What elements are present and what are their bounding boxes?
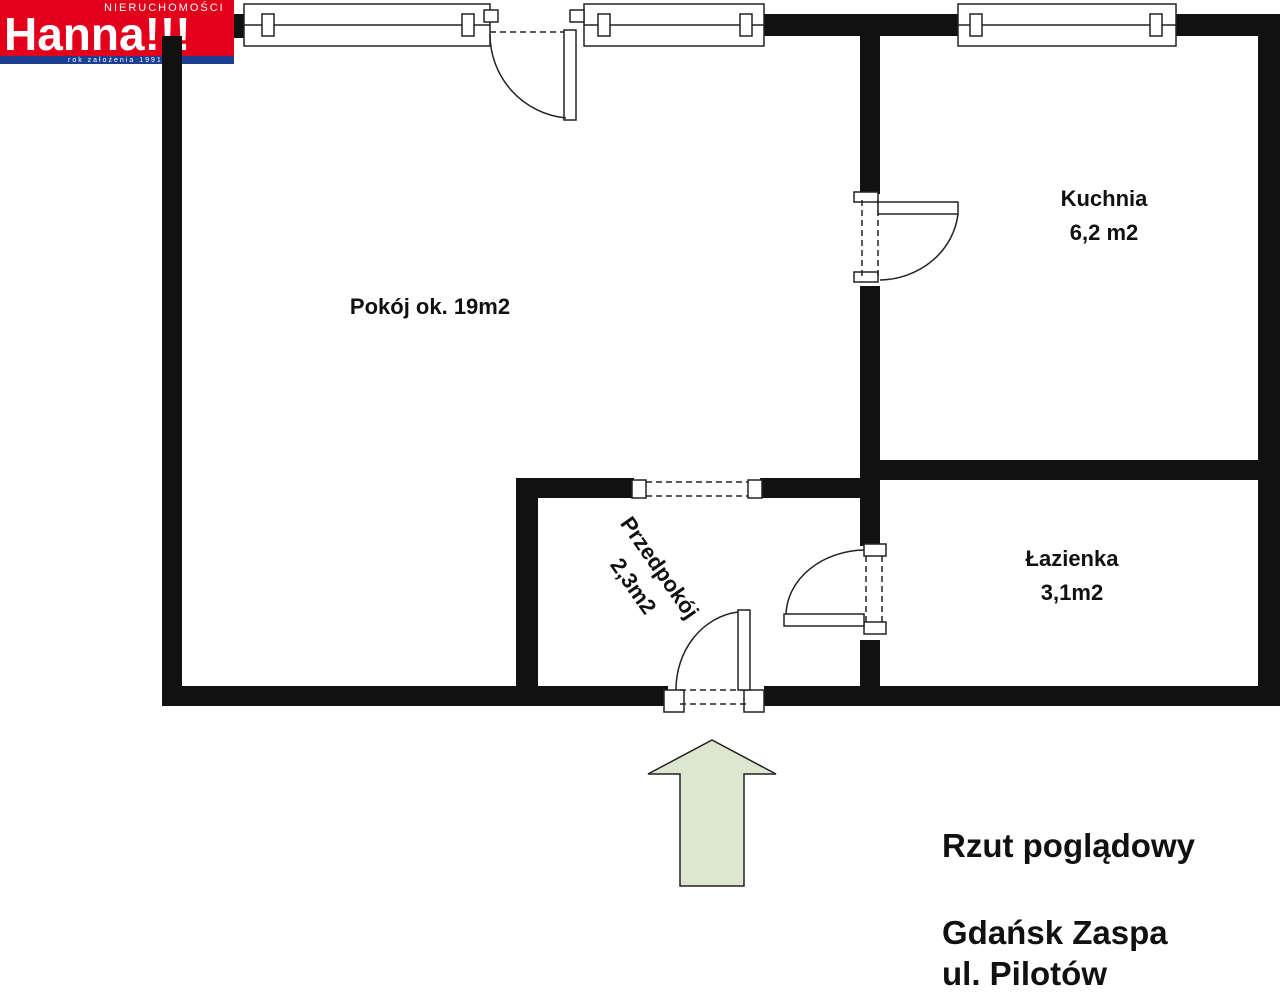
- caption-line-1: Rzut poglądowy: [942, 827, 1196, 864]
- room-label-lazienka: Łazienka: [1026, 546, 1120, 571]
- company-logo: NIERUCHOMOŚCI Hanna!!! rok założenia 199…: [0, 0, 234, 64]
- wall-hall-left: [516, 478, 538, 706]
- wall-hall-bathroom-upper: [860, 478, 880, 546]
- caption-line-2: Gdańsk Zaspa: [942, 914, 1168, 951]
- room-label-pokoj: Pokój ok. 19m2: [350, 294, 510, 319]
- window-middle: [583, 3, 765, 47]
- wall-bottom-left: [162, 686, 668, 706]
- wall-hall-top-left: [516, 478, 634, 498]
- hall-room-opening: [631, 479, 763, 499]
- logo-background: [0, 0, 234, 64]
- wall-top-right: [1175, 14, 1280, 36]
- kitchen-door: [853, 191, 959, 283]
- walls: [162, 14, 1280, 706]
- windows: [243, 3, 1177, 47]
- room-label-kuchnia: Kuchnia: [1061, 186, 1149, 211]
- logo-top-text: NIERUCHOMOŚCI: [104, 1, 225, 14]
- wall-room-kitchen-lower: [860, 286, 880, 496]
- wall-room-kitchen-upper: [860, 30, 880, 194]
- wall-hall-bathroom-lower: [860, 640, 880, 706]
- caption-line-3: ul. Pilotów: [942, 955, 1107, 992]
- balcony-door: [483, 9, 585, 121]
- room-label-przedpokoj-group: Przedpokój 2,3m2: [605, 512, 704, 623]
- wall-bottom-right: [764, 686, 1280, 706]
- entrance-door: [663, 609, 765, 713]
- entrance-arrow: [647, 739, 777, 887]
- wall-top-middle: [764, 14, 960, 36]
- window-right: [957, 3, 1177, 47]
- wall-right: [1258, 14, 1280, 706]
- logo-founded: rok założenia 1991: [68, 57, 163, 64]
- wall-hall-top-right: [760, 478, 880, 498]
- logo-stripe: [0, 56, 234, 64]
- wall-left: [162, 36, 182, 706]
- logo-brand: Hanna!!!: [4, 8, 191, 60]
- doors: [483, 9, 959, 713]
- room-area-kuchnia: 6,2 m2: [1070, 220, 1139, 245]
- window-left: [243, 3, 491, 47]
- wall-kitchen-bathroom: [870, 460, 1280, 480]
- room-area-lazienka: 3,1m2: [1041, 580, 1103, 605]
- bathroom-door: [783, 543, 887, 635]
